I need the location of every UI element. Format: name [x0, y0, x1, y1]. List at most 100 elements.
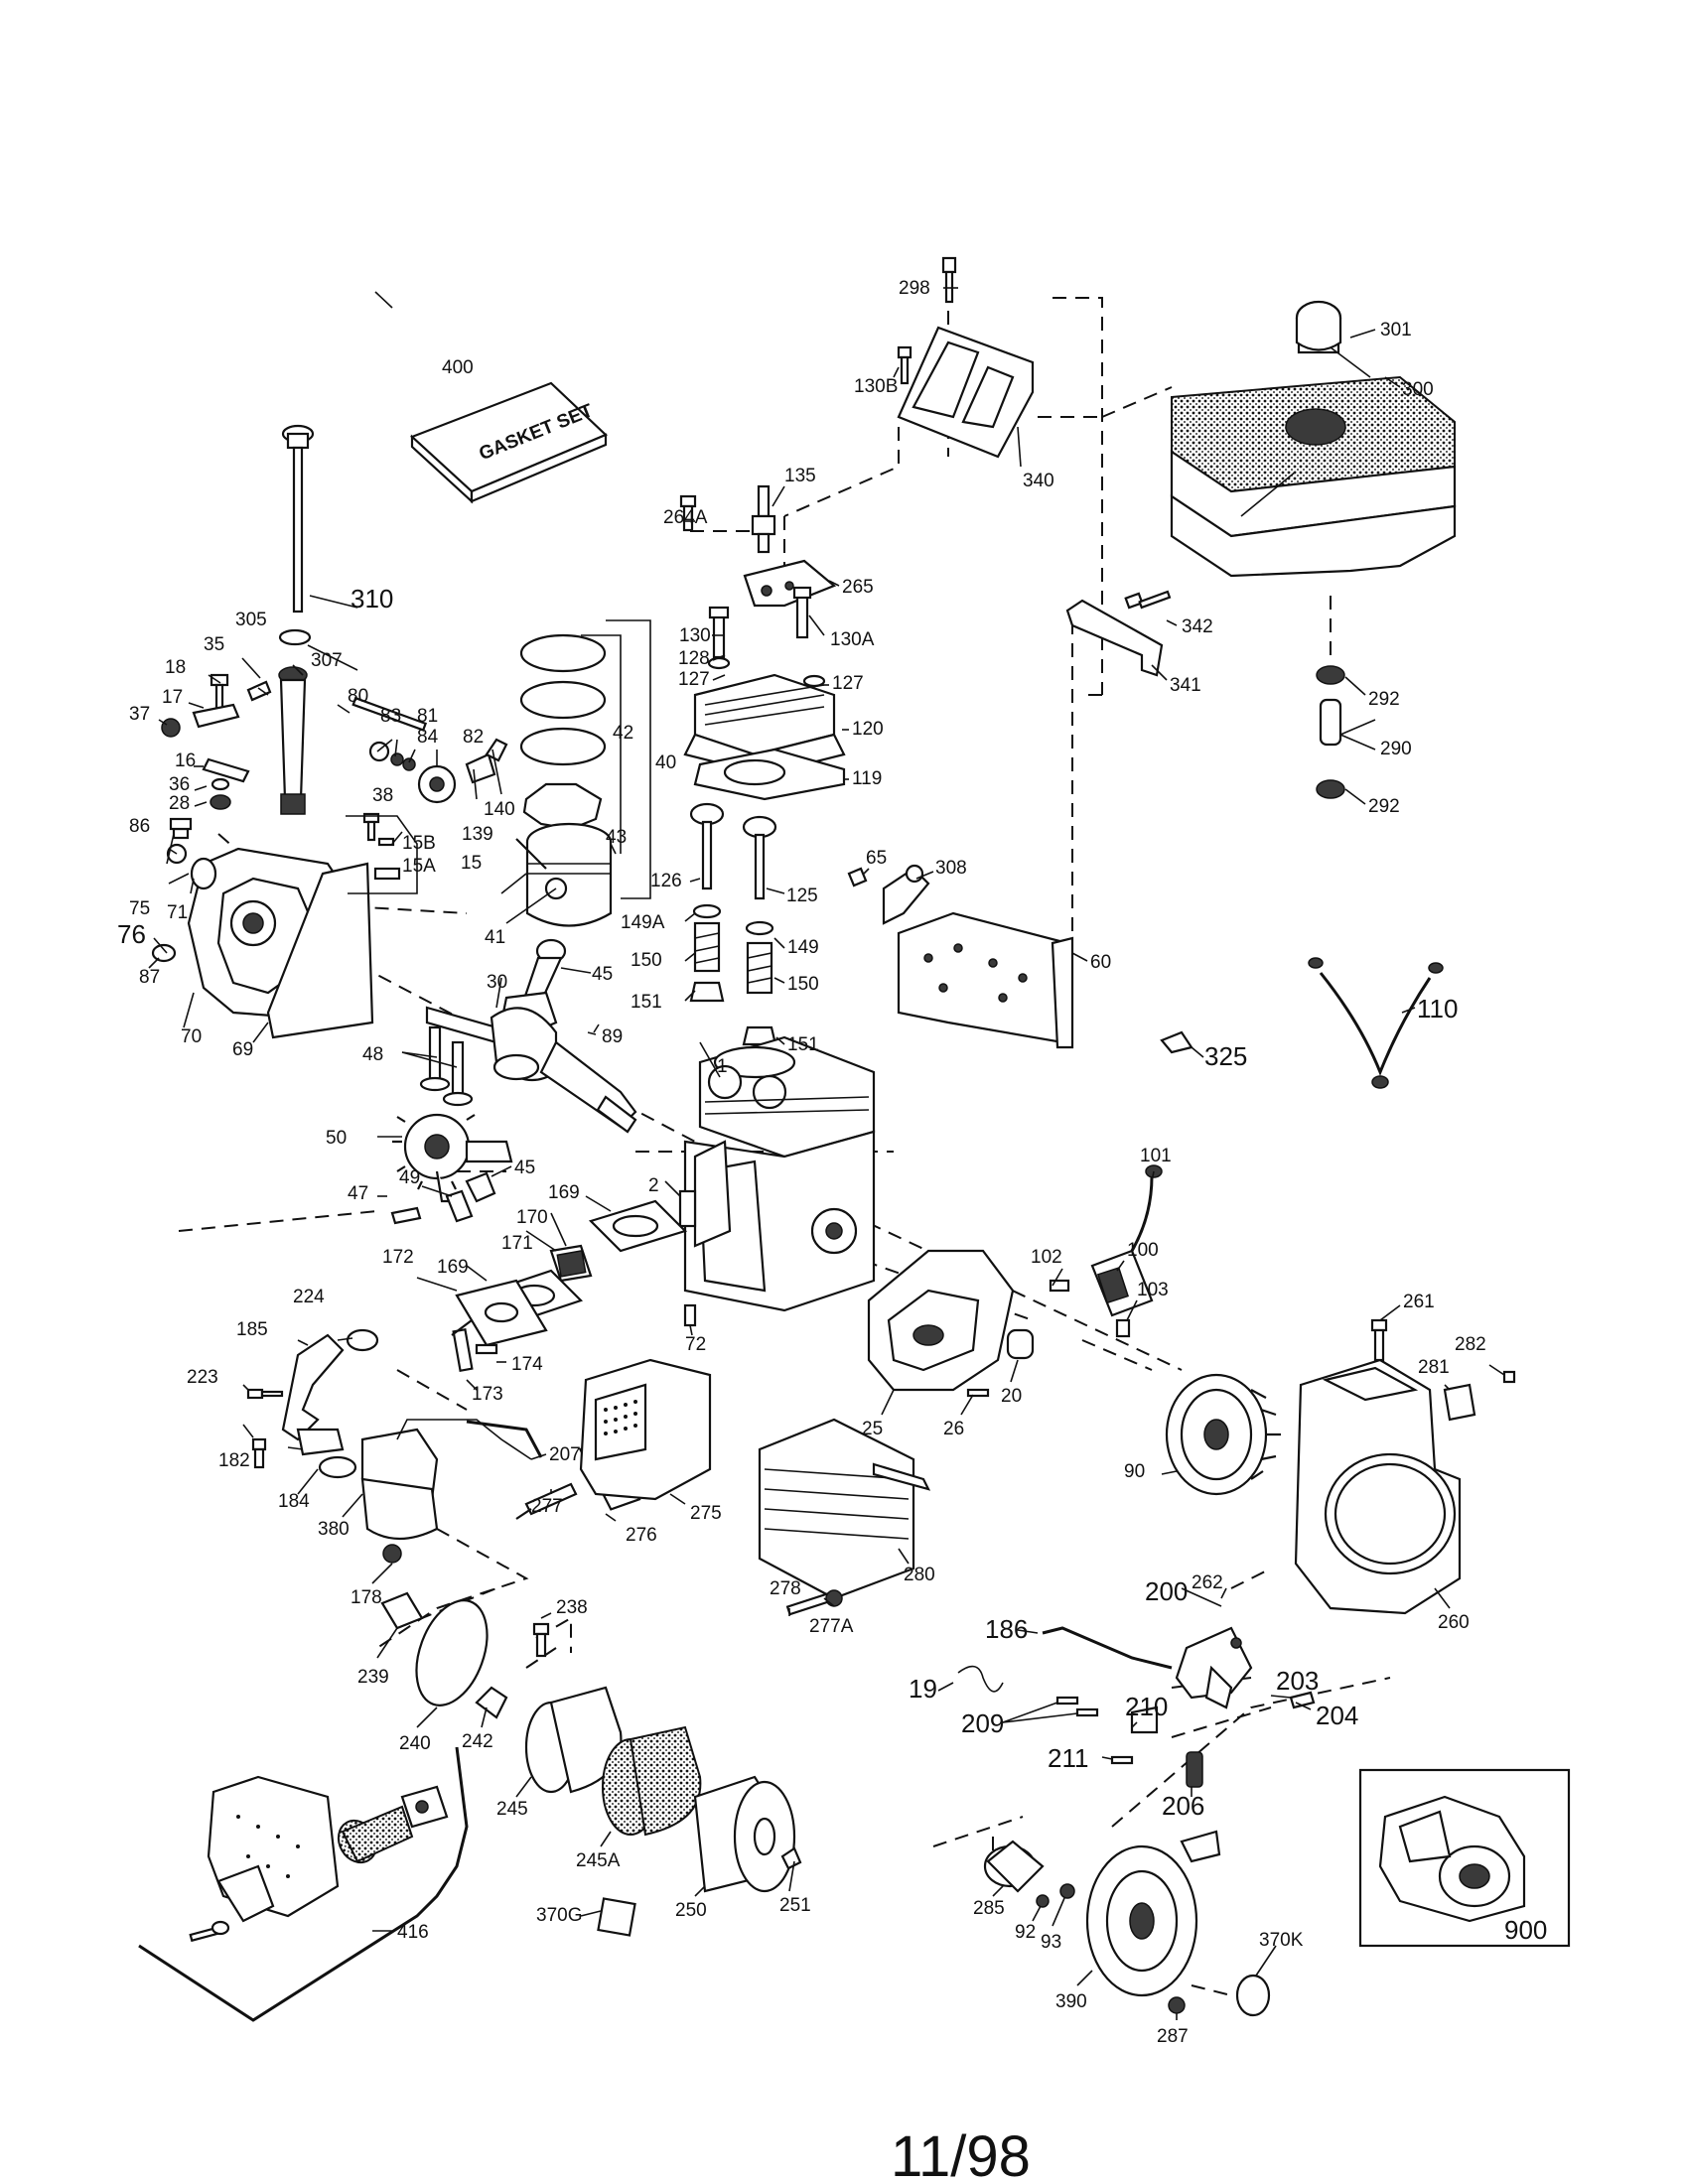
label-242: 242	[462, 1731, 493, 1752]
label-60: 60	[1090, 952, 1111, 973]
label-41: 41	[485, 927, 505, 948]
label-400: 400	[442, 357, 474, 378]
label-70: 70	[181, 1026, 202, 1047]
label-325: 325	[1204, 1041, 1247, 1071]
label-135: 135	[784, 466, 816, 486]
label-223: 223	[187, 1367, 218, 1388]
label-203: 203	[1276, 1666, 1319, 1696]
leader-lines	[148, 287, 1505, 2020]
piston-rings	[519, 633, 607, 831]
label-380: 380	[318, 1519, 350, 1540]
label-300: 300	[1402, 379, 1434, 400]
label-103: 103	[1137, 1280, 1169, 1300]
label-86: 86	[129, 816, 150, 837]
label-101: 101	[1140, 1146, 1172, 1166]
label-298: 298	[899, 278, 930, 299]
label-19: 19	[909, 1674, 937, 1704]
label-281: 281	[1418, 1357, 1450, 1378]
label-15B: 15B	[402, 833, 436, 854]
label-128: 128	[678, 648, 710, 669]
label-250: 250	[675, 1900, 707, 1921]
label-140: 140	[484, 799, 515, 820]
cam-gear	[392, 1025, 513, 1203]
label-204: 204	[1316, 1701, 1358, 1730]
label-30: 30	[487, 972, 507, 993]
label-65: 65	[866, 848, 887, 869]
label-245: 245	[496, 1799, 528, 1820]
label-125: 125	[786, 886, 818, 906]
label-72: 72	[685, 1334, 706, 1355]
label-119: 119	[852, 768, 882, 789]
label-40: 40	[655, 752, 676, 773]
link-325	[1160, 1030, 1193, 1054]
governor-parts	[390, 1171, 496, 1225]
spark-plug	[679, 484, 776, 554]
label-200: 200	[1145, 1576, 1188, 1606]
engine-baffle	[847, 864, 1074, 1049]
fuel-tank	[1170, 300, 1457, 578]
label-174: 174	[511, 1354, 543, 1375]
label-149: 149	[787, 937, 819, 958]
label-92: 92	[1015, 1922, 1036, 1943]
valve-springs	[689, 903, 777, 1046]
label-139: 139	[462, 824, 493, 845]
label-282: 282	[1455, 1334, 1486, 1355]
label-16: 16	[175, 751, 196, 771]
label-277: 277	[531, 1496, 563, 1517]
label-239: 239	[357, 1667, 389, 1688]
label-310: 310	[351, 584, 393, 614]
label-206: 206	[1162, 1791, 1204, 1821]
label-277A: 277A	[809, 1616, 854, 1637]
label-100: 100	[1127, 1240, 1159, 1261]
label-280: 280	[904, 1565, 935, 1585]
valves	[689, 802, 777, 900]
label-209: 209	[961, 1708, 1004, 1738]
label-48: 48	[362, 1044, 383, 1065]
label-307: 307	[311, 650, 343, 671]
label-150b: 150	[787, 974, 819, 995]
label-25: 25	[862, 1419, 883, 1439]
label-49: 49	[399, 1167, 420, 1188]
label-285: 285	[973, 1898, 1005, 1919]
ignition-coil	[1049, 1164, 1163, 1338]
label-89: 89	[602, 1026, 623, 1047]
label-210: 210	[1125, 1692, 1168, 1721]
label-75: 75	[129, 898, 150, 919]
label-120: 120	[852, 719, 884, 740]
label-130A: 130A	[830, 629, 875, 650]
label-341: 341	[1170, 675, 1201, 696]
label-169a: 169	[548, 1182, 580, 1203]
label-182: 182	[218, 1450, 250, 1471]
label-292a: 292	[1368, 689, 1400, 710]
crankcase-cover	[151, 817, 374, 1039]
label-28: 28	[169, 793, 190, 814]
label-76: 76	[117, 919, 146, 949]
dipstick-tube	[278, 666, 308, 815]
label-292b: 292	[1368, 796, 1400, 817]
label-240: 240	[399, 1733, 431, 1754]
label-169b: 169	[437, 1257, 469, 1278]
label-36: 36	[169, 774, 190, 795]
air-cleaner	[380, 1591, 802, 1937]
label-35: 35	[204, 634, 224, 655]
part-labels: 400 310 305 307 35 18 17 37 16 36 28 80 …	[117, 278, 1547, 2047]
label-251: 251	[779, 1895, 811, 1916]
label-84: 84	[417, 727, 439, 748]
footer-date: 11/98	[891, 2124, 1031, 2184]
label-127a: 127	[678, 669, 710, 690]
label-900: 900	[1504, 1915, 1547, 1945]
recoil-starter	[983, 1830, 1271, 2017]
label-211: 211	[1048, 1743, 1088, 1773]
label-15A: 15A	[402, 856, 436, 877]
label-184: 184	[278, 1491, 310, 1512]
label-45b: 45	[514, 1158, 535, 1178]
label-185: 185	[236, 1319, 268, 1340]
label-150a: 150	[631, 950, 662, 971]
engine-block	[678, 1035, 876, 1312]
label-172: 172	[382, 1247, 414, 1268]
tank-bracket	[1065, 590, 1172, 677]
label-342: 342	[1182, 616, 1213, 637]
label-186: 186	[985, 1614, 1028, 1644]
label-207: 207	[549, 1444, 581, 1465]
